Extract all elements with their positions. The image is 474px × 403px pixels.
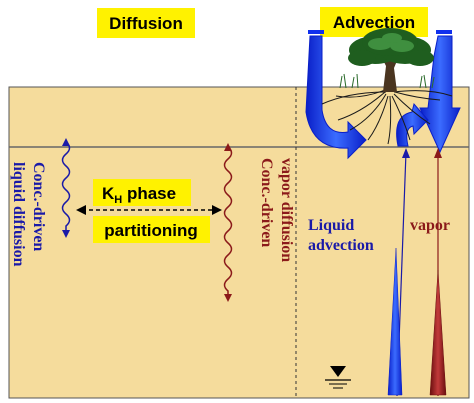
vapor-diffusion-label: Conc.-driven vapor diffusion (258, 158, 295, 262)
diffusion-title: Diffusion (97, 8, 195, 38)
kh-partitioning-arrow (76, 205, 222, 215)
svg-text:partitioning: partitioning (104, 221, 197, 240)
liquid-diffusion-label: Conc.-driven liquid diffusion (10, 162, 47, 267)
tree-icon (321, 28, 453, 145)
liquid-advection-arrow (387, 148, 410, 397)
advection-label: Advection (333, 13, 415, 32)
liquid-advection-label-1: Liquid (308, 217, 354, 234)
water-table-icon (325, 366, 351, 389)
vapor-label: vapor (410, 217, 450, 234)
vapor-diffusion-arrow (223, 143, 233, 302)
svg-text:Conc.-driven: Conc.-driven (258, 158, 275, 247)
vapor-advection-arrow (429, 148, 447, 396)
advection-arrows (305, 30, 461, 160)
partitioning-label: partitioning (93, 216, 210, 243)
svg-text:liquid diffusion: liquid diffusion (10, 162, 27, 267)
svg-text:KH phase: KH phase (102, 184, 176, 206)
kh-phase-label: KH phase (93, 179, 191, 206)
diffusion-label: Diffusion (109, 14, 183, 33)
svg-text:vapor diffusion: vapor diffusion (278, 158, 295, 262)
liquid-diffusion-arrow (61, 138, 71, 238)
svg-text:Conc.-driven: Conc.-driven (30, 162, 47, 251)
liquid-advection-label-2: advection (308, 237, 374, 254)
